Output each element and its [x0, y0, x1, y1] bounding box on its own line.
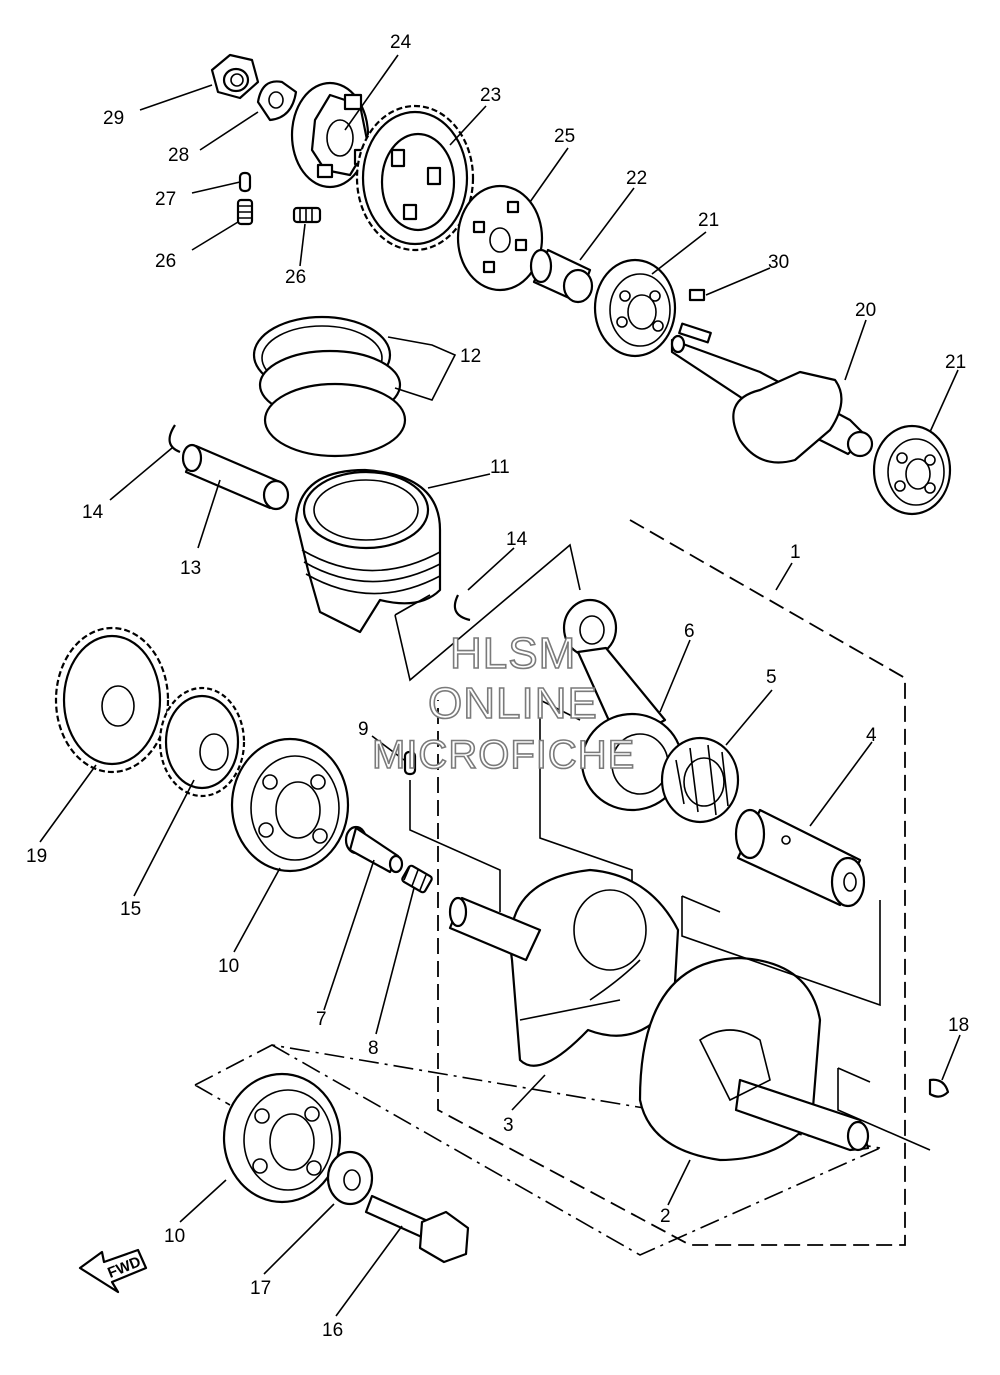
- callout-27: 27: [155, 189, 176, 210]
- callout-25: 25: [554, 126, 575, 147]
- part-9-pin: [403, 750, 417, 776]
- callout-labels: 29 28 24 23 27 26 26 25 22 21 30 20 21 1…: [26, 32, 969, 1341]
- callout-4: 4: [866, 725, 877, 746]
- part-6-connecting-rod: [562, 598, 684, 812]
- callout-15: 15: [120, 899, 141, 920]
- callout-9: 9: [358, 719, 369, 740]
- callout-14b: 14: [506, 529, 528, 550]
- watermark-line-3: MICROFICHE: [372, 733, 635, 777]
- key-reference-line: [837, 1067, 931, 1151]
- part-8-spring: [401, 864, 433, 894]
- callout-26b: 26: [285, 267, 306, 288]
- part-14-circlip-a: [168, 424, 181, 454]
- callout-18: 18: [948, 1015, 969, 1036]
- callout-26a: 26: [155, 251, 176, 272]
- callout-6: 6: [684, 621, 695, 642]
- callout-16: 16: [322, 1320, 343, 1341]
- callout-21b: 21: [945, 352, 966, 373]
- pin-reference-line: [409, 780, 501, 912]
- callout-11: 11: [490, 457, 510, 478]
- part-18-woodruff-key: [928, 1078, 950, 1098]
- callout-22: 22: [626, 168, 647, 189]
- callout-5: 5: [766, 667, 777, 688]
- callout-30: 30: [768, 252, 789, 273]
- watermark-line-2: ONLINE: [428, 679, 598, 728]
- part-12-piston-rings: [252, 315, 407, 458]
- part-10-bearing-lower: [222, 1072, 342, 1204]
- callout-13: 13: [180, 558, 201, 579]
- callout-1: 1: [790, 542, 801, 563]
- part-23-gear: [355, 104, 475, 252]
- part-7-oil-pipe: [344, 825, 404, 874]
- watermark: HLSM ONLINE MICROFICHE: [371, 628, 635, 778]
- piston-reference-line: [394, 543, 581, 682]
- part-21-bearing-lower: [872, 424, 952, 516]
- part-3-crank-web-left: [448, 868, 680, 1067]
- part-19-gear: [54, 626, 170, 774]
- callout-10a: 10: [218, 956, 239, 977]
- callout-21a: 21: [698, 210, 719, 231]
- part-28-washer: [256, 80, 298, 122]
- callout-24: 24: [390, 32, 412, 53]
- callout-8: 8: [368, 1038, 379, 1059]
- part-2-crank-web-right: [638, 956, 870, 1162]
- part-22-collar: [529, 248, 594, 304]
- part-11-piston: [294, 468, 442, 634]
- callout-17: 17: [250, 1278, 271, 1299]
- part-14-circlip-b: [453, 594, 471, 622]
- callout-23: 23: [480, 85, 501, 106]
- callout-29: 29: [103, 108, 124, 129]
- callout-7: 7: [316, 1009, 327, 1030]
- part-27-pin: [238, 171, 252, 193]
- part-5-needle-bearing: [660, 736, 740, 824]
- part-21-bearing-upper: [593, 258, 677, 358]
- callout-19: 19: [26, 846, 47, 867]
- callout-3: 3: [503, 1115, 514, 1136]
- leader-lines: [39, 54, 961, 1317]
- callout-2: 2: [660, 1206, 671, 1227]
- callout-10b: 10: [164, 1226, 185, 1247]
- callout-12: 12: [460, 346, 481, 367]
- part-15-gear: [158, 686, 246, 798]
- callout-20: 20: [855, 300, 876, 321]
- part-30-key: [688, 288, 706, 302]
- watermark-line-1: HLSM: [450, 629, 576, 678]
- part-10-bearing-upper: [230, 737, 350, 873]
- shaft-reference-line: [681, 895, 881, 1007]
- part-17-washer: [326, 1150, 374, 1206]
- part-16-bolt: [364, 1194, 470, 1264]
- part-26-spring-b: [292, 206, 322, 224]
- part-26-spring-a: [236, 198, 254, 226]
- assembly-outline-1: [437, 519, 906, 1246]
- part-29-nut: [210, 53, 260, 100]
- part-20-balancer-shaft: [670, 322, 874, 464]
- callout-14a: 14: [82, 502, 104, 523]
- part-13-piston-pin: [181, 443, 290, 511]
- fwd-arrow-icon: FWD: [78, 1248, 148, 1294]
- callout-28: 28: [168, 145, 189, 166]
- part-4-crank-pin: [734, 808, 866, 908]
- part-25-plate: [456, 184, 544, 292]
